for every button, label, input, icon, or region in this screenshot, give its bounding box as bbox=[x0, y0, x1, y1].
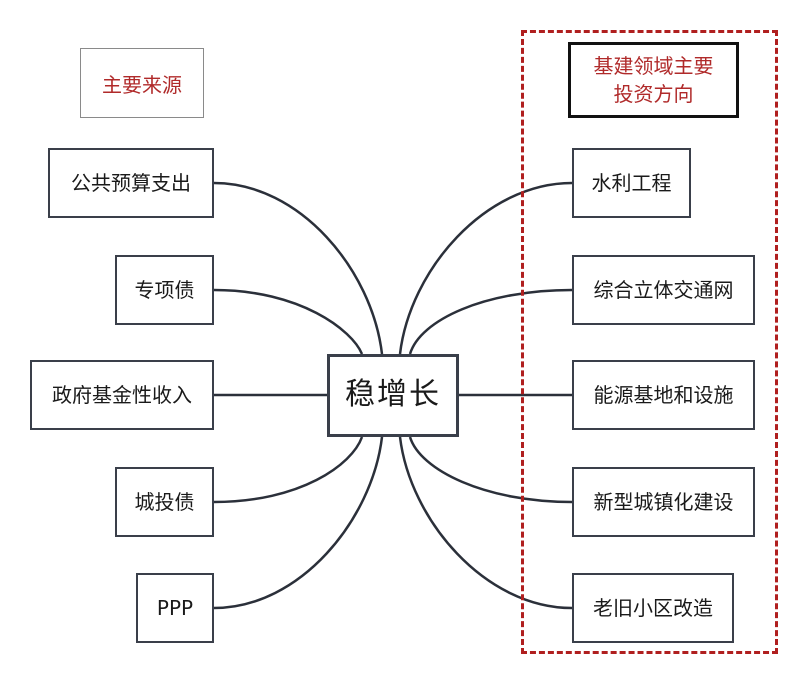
source-ppp: PPP bbox=[136, 573, 214, 643]
source-public-budget: 公共预算支出 bbox=[48, 148, 214, 218]
connector-public-budget bbox=[213, 181, 384, 355]
direction-water-projects: 水利工程 bbox=[572, 148, 691, 218]
sources-title: 主要来源 bbox=[80, 48, 204, 118]
directions-title-line1: 基建领域主要 bbox=[593, 54, 714, 78]
source-special-bond: 专项债 bbox=[115, 255, 214, 325]
direction-transport-network: 综合立体交通网 bbox=[572, 255, 755, 325]
direction-urbanization: 新型城镇化建设 bbox=[572, 467, 755, 537]
connector-special-bond bbox=[213, 288, 364, 355]
connector-old-community bbox=[398, 436, 573, 610]
connector-water bbox=[398, 181, 573, 355]
direction-old-community-renovation: 老旧小区改造 bbox=[572, 573, 734, 643]
center-node: 稳增长 bbox=[327, 354, 459, 437]
source-lgfv-bond: 城投债 bbox=[115, 467, 214, 537]
connector-lgfv-bond bbox=[213, 436, 364, 504]
source-gov-fund-income: 政府基金性收入 bbox=[30, 360, 214, 430]
directions-title-line2: 投资方向 bbox=[613, 82, 694, 106]
investment-direction-region bbox=[521, 30, 778, 654]
direction-energy-base: 能源基地和设施 bbox=[572, 360, 755, 430]
connector-urbanization bbox=[408, 436, 573, 504]
connector-ppp bbox=[213, 436, 384, 610]
connector-transport bbox=[408, 288, 573, 355]
directions-title: 基建领域主要 投资方向 bbox=[568, 42, 739, 118]
